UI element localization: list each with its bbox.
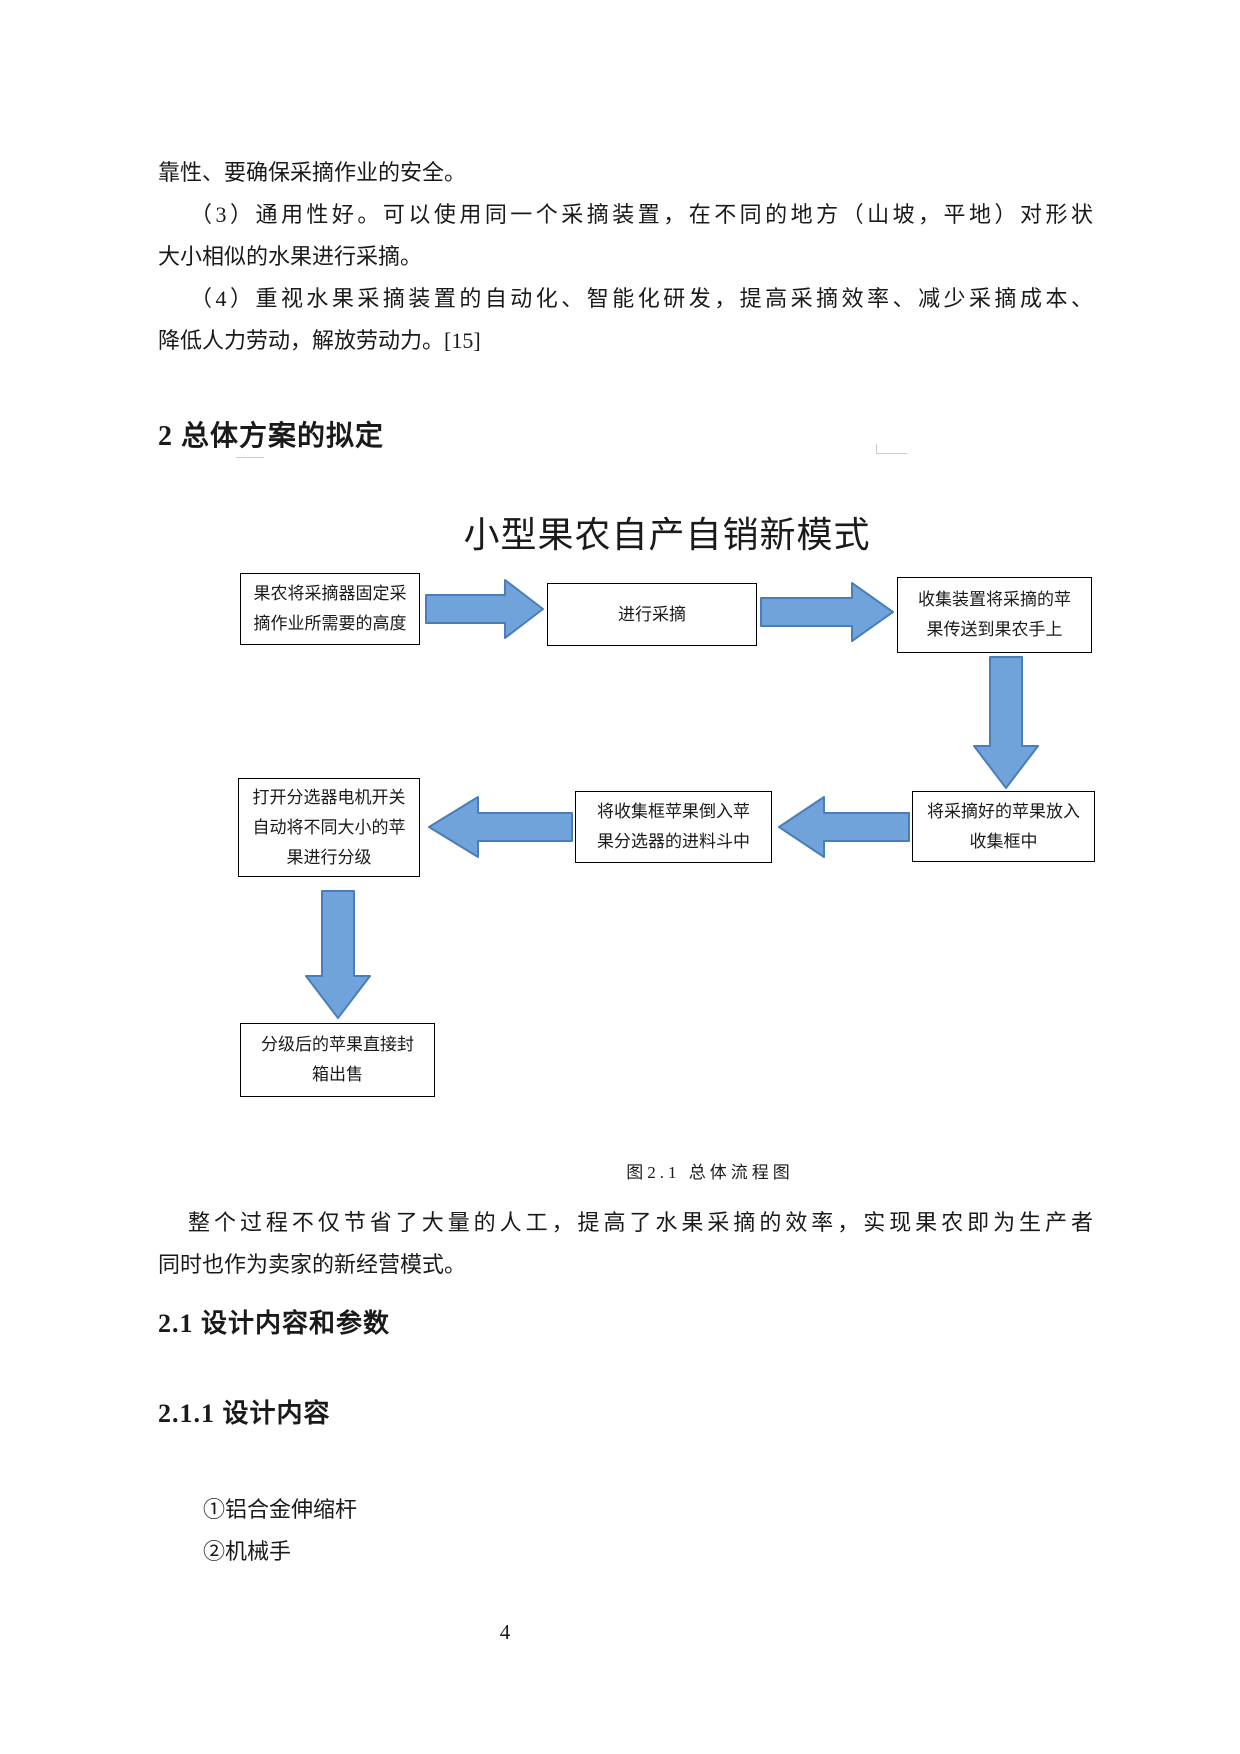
page-number: 4 — [499, 1620, 511, 1644]
flow-box-put-in-basket: 将采摘好的苹果放入 收集框中 — [912, 791, 1095, 862]
section-2-1-1-heading: 2.1.1 设计内容 — [158, 1399, 331, 1428]
artifact-mark-right — [876, 444, 907, 454]
flow-box-pour-into-hopper: 将收集框苹果倒入苹 果分选器的进料斗中 — [575, 791, 772, 863]
paragraph-line: （3）通用性好。可以使用同一个采摘装置，在不同的地方（山坡，平地）对形状 — [190, 202, 1093, 227]
flow-box-do-picking: 进行采摘 — [547, 583, 757, 646]
flow-arrow-down-icon — [305, 890, 371, 1019]
flow-box-collect-transfer: 收集装置将采摘的苹 果传送到果农手上 — [897, 577, 1092, 653]
flowchart-title: 小型果农自产自销新模式 — [463, 515, 871, 555]
artifact-mark-left — [236, 450, 264, 458]
design-item: ②机械手 — [203, 1539, 292, 1564]
section-2-1-heading: 2.1 设计内容和参数 — [158, 1309, 391, 1338]
section-2-heading: 2 总体方案的拟定 — [158, 421, 385, 452]
paragraph-line: 降低人力劳动，解放劳动力。[15] — [158, 328, 481, 353]
design-item: ①铝合金伸缩杆 — [203, 1497, 358, 1522]
flow-arrow-left-icon — [778, 796, 910, 858]
paragraph-line: 整个过程不仅节省了大量的人工，提高了水果采摘的效率，实现果农即为生产者 — [188, 1210, 1093, 1235]
flowchart: 小型果农自产自销新模式 果农将采摘器固定采 摘作业所需要的高度 进行采摘 收集装… — [0, 440, 1240, 1110]
flow-arrow-left-icon — [428, 796, 573, 858]
figure-caption: 图2.1 总体流程图 — [626, 1163, 794, 1182]
flow-arrow-down-icon — [973, 656, 1039, 789]
paragraph-line: 靠性、要确保采摘作业的安全。 — [158, 160, 467, 185]
flow-box-sorter-switch: 打开分选器电机开关 自动将不同大小的苹 果进行分级 — [238, 778, 420, 877]
flow-arrow-right-icon — [425, 579, 544, 639]
flow-arrow-right-icon — [760, 582, 894, 642]
flow-box-pack-and-sell: 分级后的苹果直接封 箱出售 — [240, 1023, 435, 1097]
paragraph-line: 同时也作为卖家的新经营模式。 — [158, 1252, 467, 1277]
paragraph-line: （4）重视水果采摘装置的自动化、智能化研发，提高采摘效率、减少采摘成本、 — [190, 286, 1093, 311]
flow-box-fix-picker-height: 果农将采摘器固定采 摘作业所需要的高度 — [240, 573, 420, 645]
paragraph-line: 大小相似的水果进行采摘。 — [158, 244, 423, 269]
